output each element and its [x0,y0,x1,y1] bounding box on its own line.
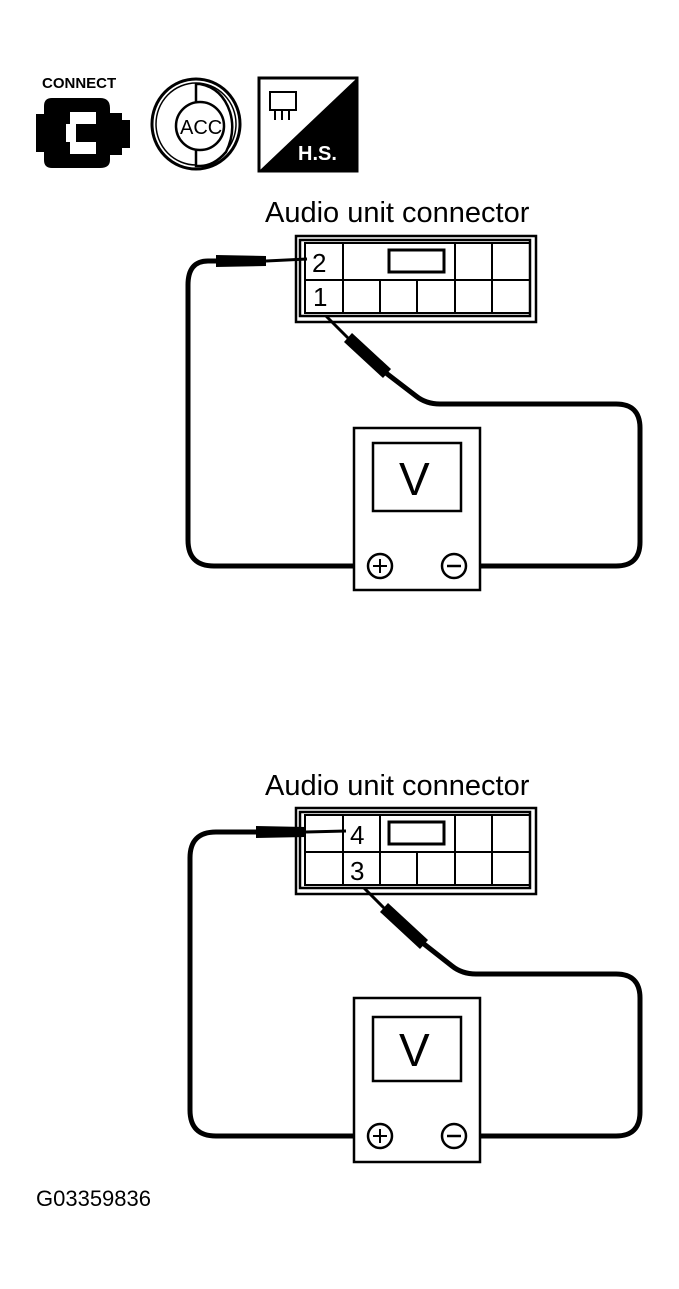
voltmeter-top: V [352,426,482,592]
voltmeter-bottom: V [352,996,482,1164]
pin-3-label: 3 [350,856,364,886]
figure-id: G03359836 [36,1186,151,1211]
pin-4-label: 4 [350,820,364,850]
positive-probe-bottom [187,826,365,1139]
voltmeter-display-label-bottom: V [399,1024,430,1076]
hs-label: H.S. [298,143,337,165]
voltmeter-display-label: V [399,453,430,505]
connector-title-top: Audio unit connector [265,197,530,229]
plus-terminal-icon [366,552,394,580]
acc-label: ACC [180,117,222,139]
pin-2-label: 2 [312,248,326,278]
positive-probe-top [185,255,365,569]
negative-probe-top [324,314,643,569]
diagram-bottom: Audio unit connector 4 3 [187,770,643,1164]
plus-terminal-icon [366,1122,394,1150]
audio-unit-connector-top: 2 1 [294,234,538,324]
pin-1-label: 1 [313,282,327,312]
negative-probe-bottom [362,886,643,1139]
connect-icon: CONNECT [36,75,130,168]
audio-unit-connector-bottom: 4 3 [294,806,538,896]
minus-terminal-icon [440,552,468,580]
connect-icon-label: CONNECT [42,75,116,92]
harness-sensor-icon: H.S. [257,76,359,173]
diagram-top: Audio unit connector 2 1 [185,197,643,592]
minus-terminal-icon [440,1122,468,1150]
connector-title-bottom: Audio unit connector [265,770,530,802]
ignition-key-acc-icon: ACC [150,77,242,171]
